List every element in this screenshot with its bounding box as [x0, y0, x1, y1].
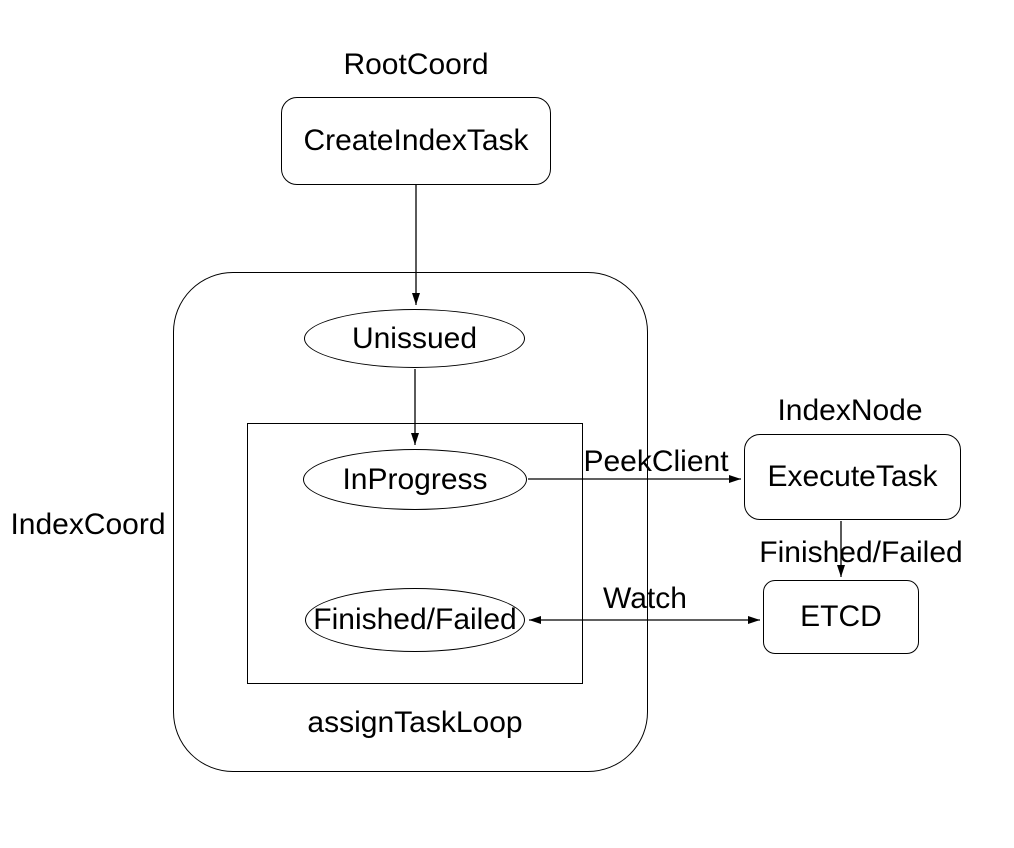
node-etcd-label: ETCD — [800, 600, 882, 633]
node-execute-task: ExecuteTask — [744, 434, 961, 520]
index-node-label: IndexNode — [777, 394, 923, 427]
node-create-index-task-label: CreateIndexTask — [303, 124, 529, 157]
assign-task-loop-label: assignTaskLoop — [307, 706, 523, 739]
root-coord-label: RootCoord — [343, 48, 489, 81]
node-finished-failed: Finished/Failed — [305, 588, 525, 652]
node-create-index-task: CreateIndexTask — [281, 97, 551, 185]
node-unissued-label: Unissued — [351, 321, 478, 355]
node-unissued: Unissued — [304, 309, 525, 368]
edge-label-finished-failed: Finished/Failed — [759, 536, 963, 569]
node-finished-failed-label: Finished/Failed — [313, 603, 517, 636]
node-etcd: ETCD — [763, 580, 919, 654]
node-in-progress: InProgress — [303, 449, 527, 510]
index-coord-container — [173, 272, 648, 772]
node-execute-task-label: ExecuteTask — [767, 460, 938, 493]
index-coord-label: IndexCoord — [10, 508, 166, 541]
edge-label-peek-client: PeekClient — [583, 445, 729, 478]
edge-label-watch: Watch — [603, 582, 687, 615]
node-in-progress-label: InProgress — [342, 462, 488, 496]
